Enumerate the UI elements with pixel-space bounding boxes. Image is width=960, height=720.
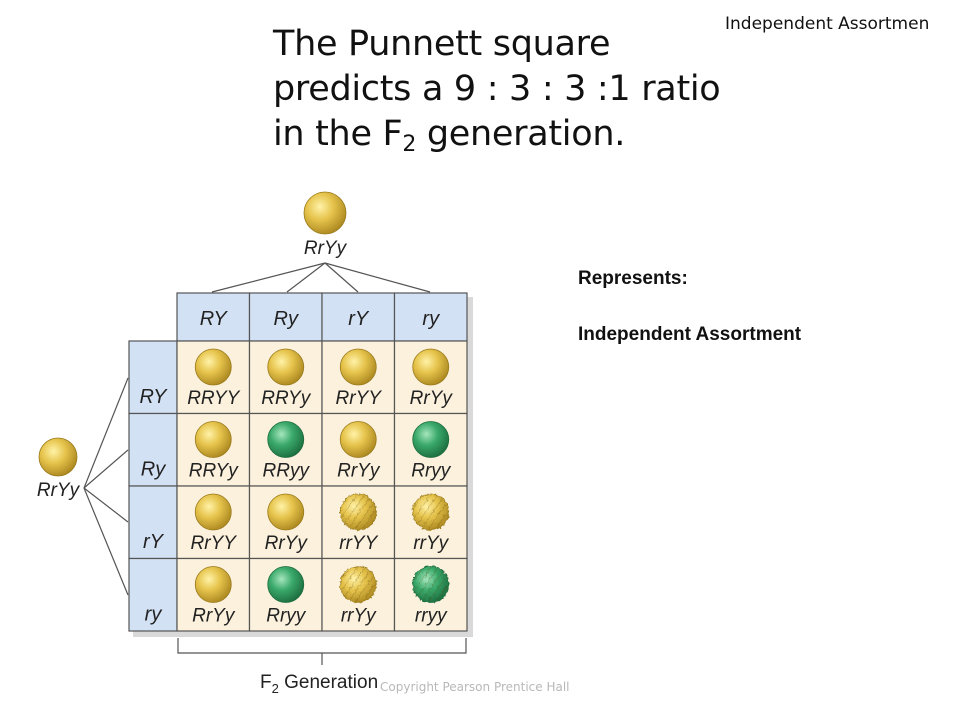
punnett-cell: rrYY (321, 485, 396, 560)
cell-genotype: RrYY (191, 533, 238, 554)
yellow-round-pea (194, 493, 232, 531)
cell-genotype: Rryy (411, 461, 452, 482)
cell-genotype: RRYy (189, 461, 239, 482)
column-headers: RY Ry rY ry (176, 292, 468, 342)
row-header-label: ry (145, 604, 163, 626)
cell-genotype: rrYy (341, 606, 377, 627)
punnett-cell: RrYY (321, 340, 396, 415)
punnett-cell: RRYy (248, 340, 323, 415)
yellow-round-pea (194, 566, 232, 603)
punnett-cell: rrYy (321, 557, 396, 632)
cell-genotype: RrYy (192, 606, 236, 627)
title-line-1: The Punnett square (273, 24, 611, 64)
punnett-cell: rryy (393, 557, 468, 632)
col-header-label: RY (200, 308, 229, 330)
title-subscript: 2 (402, 132, 417, 157)
row-header-cell (128, 557, 178, 632)
yellow-round-pea (339, 348, 377, 386)
row-headers: RY Ry rY ry (128, 340, 178, 632)
cell-genotype: RRyy (263, 461, 311, 482)
generation-subscript: 2 (272, 681, 279, 696)
cell-genotype: RRYy (261, 388, 311, 409)
punnett-cell: RRYy (176, 412, 251, 487)
row-header-label: rY (143, 531, 165, 553)
left-parent-pea (38, 437, 78, 477)
col-header-label: ry (422, 308, 440, 330)
top-connectors (211, 262, 431, 293)
top-parent-genotype: RrYy (304, 238, 348, 259)
green-round-pea (267, 421, 305, 458)
punnett-cell: Rryy (248, 557, 323, 632)
generation-suffix: Generation (279, 672, 378, 693)
cell-genotype: RrYY (336, 388, 383, 409)
top-parent-pea (303, 191, 347, 235)
cell-genotype: rrYy (413, 533, 449, 554)
yellow-round-pea (267, 348, 305, 386)
corner-title: Independent Assortmen (725, 14, 930, 34)
represents-label: Represents: (578, 268, 688, 289)
yellow-round-pea (412, 348, 450, 386)
yellow-round-pea (194, 348, 232, 386)
green-round-pea (412, 421, 450, 458)
title-line-3-prefix: in the F (273, 114, 403, 154)
title-line-3-suffix: generation. (416, 114, 626, 154)
punnett-cell: RrYY (176, 485, 251, 560)
col-header-cell (176, 292, 251, 342)
yellow-round-pea (267, 493, 305, 531)
cell-genotype: RRYY (187, 388, 240, 409)
slide-title: The Punnett square predicts a 9 : 3 : 3 … (273, 22, 721, 167)
cell-genotype: rrYY (339, 533, 378, 554)
wrinkle-texture (341, 495, 376, 529)
col-header-label: Ry (274, 308, 299, 330)
cell-genotype: RrYy (337, 461, 381, 482)
punnett-cell: RrYy (321, 412, 396, 487)
wrinkle-texture (341, 567, 376, 602)
left-parent: RrYy (37, 437, 81, 501)
left-parent-genotype: RrYy (37, 480, 81, 501)
generation-bracket (177, 638, 467, 665)
cell-genotype: rryy (415, 606, 448, 627)
generation-prefix: F (260, 672, 272, 693)
col-header-label: rY (348, 308, 370, 330)
copyright: Copyright Pearson Prentice Hall (380, 680, 570, 694)
title-line-3: in the F2 generation. (273, 112, 720, 167)
row-header-cell (128, 412, 178, 487)
punnett-cell: rrYy (393, 485, 468, 560)
punnett-cell: RRYY (176, 340, 251, 415)
row-header-label: Ry (141, 459, 166, 481)
wrinkle-texture (413, 567, 448, 602)
yellow-round-pea (194, 421, 232, 458)
wrinkle-texture (413, 495, 448, 529)
green-round-pea (267, 566, 305, 603)
represents-value: Independent Assortment (578, 324, 802, 345)
cell-genotype: Rryy (266, 606, 307, 627)
yellow-round-pea (339, 421, 377, 458)
punnett-cell: RRyy (248, 412, 323, 487)
represents-note: Represents: Independent Assortment (578, 268, 801, 346)
top-parent: RrYy (303, 191, 348, 259)
left-connectors (83, 377, 129, 596)
punnett-cell: RrYy (248, 485, 323, 560)
cell-genotype: RrYy (265, 533, 309, 554)
punnett-cell: Rryy (393, 412, 468, 487)
title-line-2: predicts a 9 : 3 : 3 :1 ratio (273, 69, 721, 109)
row-header-label: RY (139, 386, 168, 408)
generation-label: F2 Generation (260, 672, 378, 696)
punnett-cell: RrYy (176, 557, 251, 632)
cell-genotype: RrYy (410, 388, 454, 409)
punnett-cell: RrYy (393, 340, 468, 415)
